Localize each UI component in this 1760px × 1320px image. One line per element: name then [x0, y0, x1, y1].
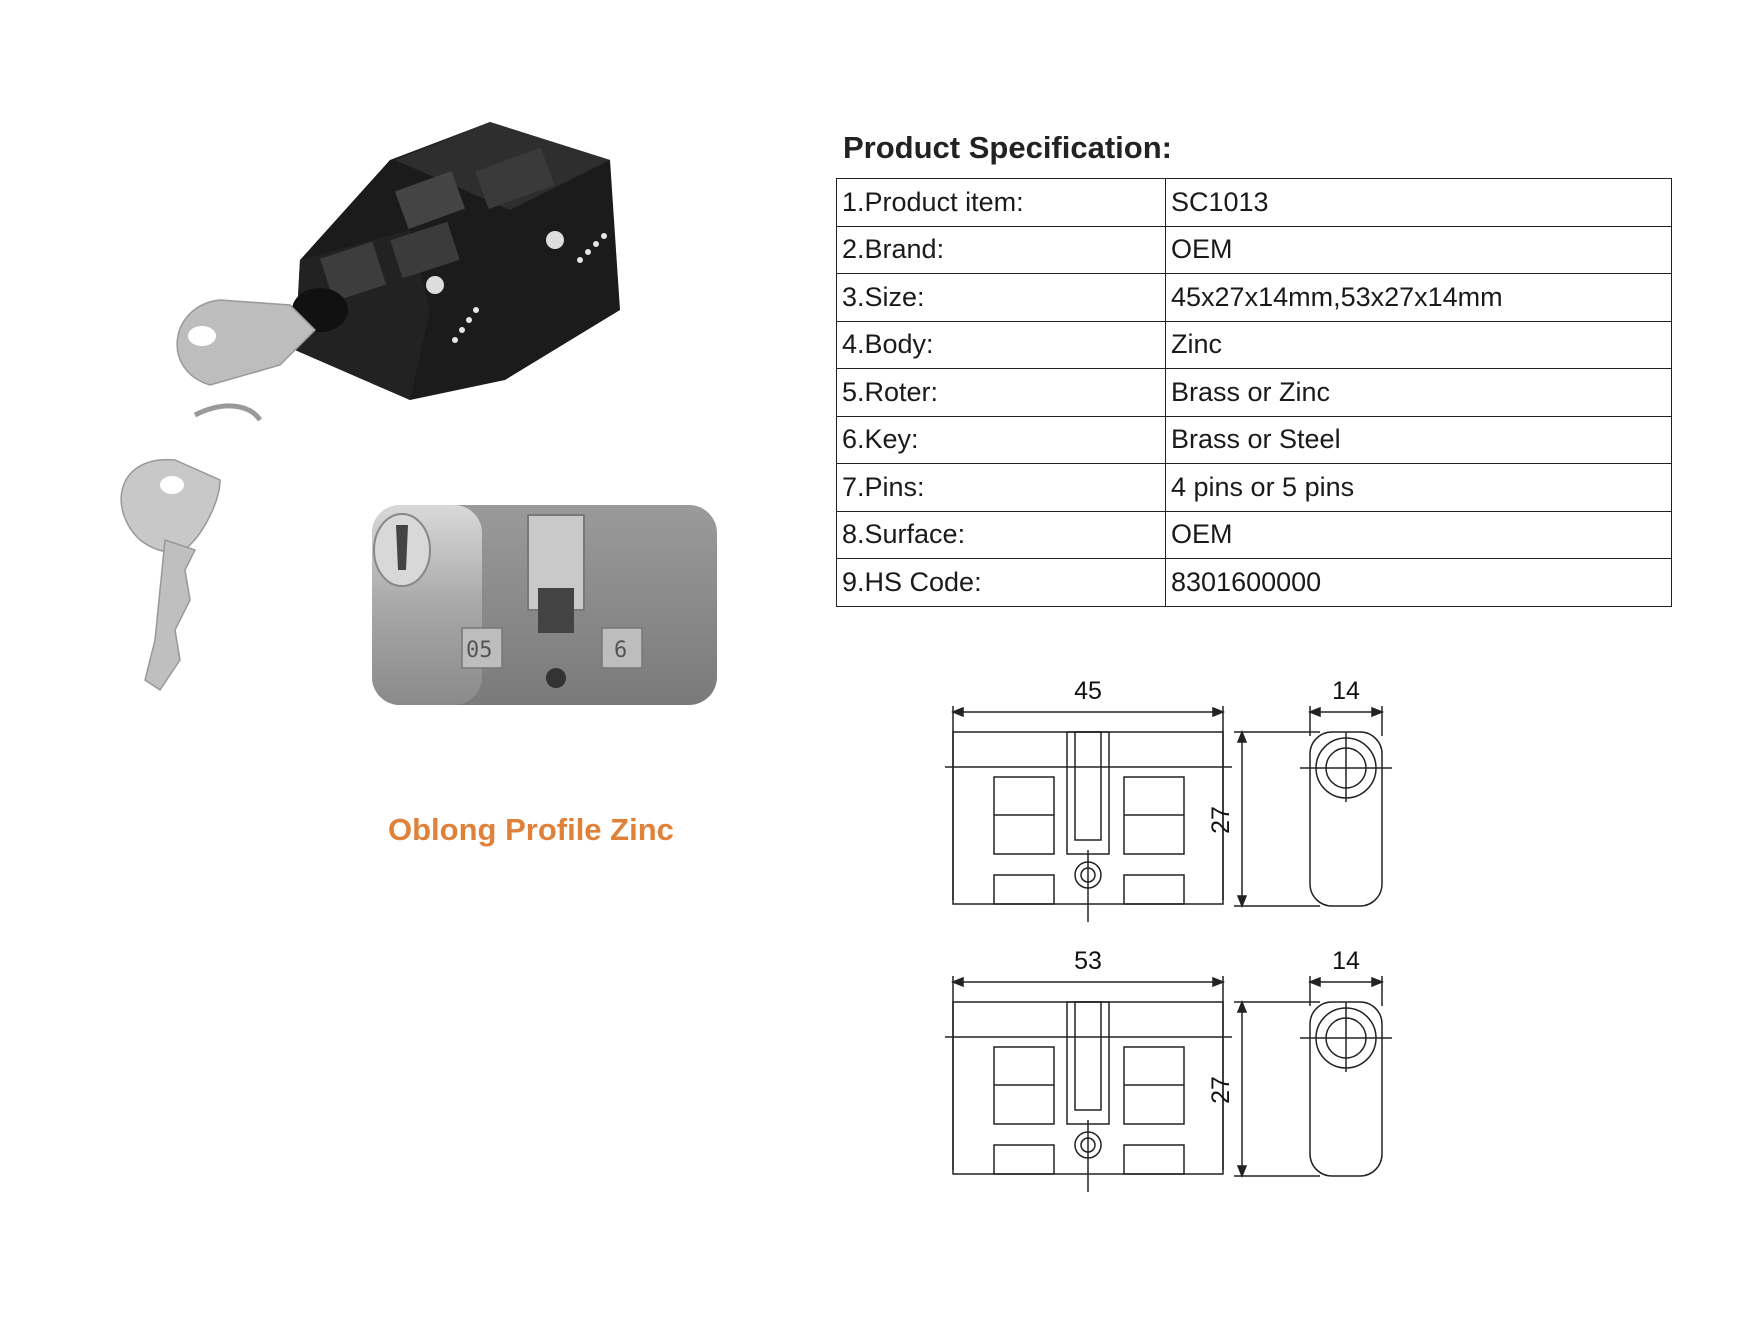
spec-key: 8.Surface:	[836, 510, 1166, 559]
product-caption: Oblong Profile Zinc	[388, 812, 674, 847]
silver-cylinder-image: 05 6	[372, 505, 717, 705]
front-view-drawing-45: 45	[945, 677, 1232, 922]
spec-key: 2.Brand:	[836, 225, 1166, 274]
left-plug-number: 05	[466, 638, 493, 663]
keys-image	[120, 299, 317, 692]
right-plug-number: 6	[614, 638, 627, 663]
side-view-drawing-bottom: 14 27	[1207, 947, 1392, 1179]
spec-value: Brass or Steel	[1165, 415, 1672, 464]
spec-key: 4.Body:	[836, 320, 1166, 369]
side-view-drawing-top: 14 27	[1207, 677, 1392, 909]
technical-drawings: 45 14 27 53	[945, 677, 1392, 1192]
spec-row: 8.Surface: OEM	[836, 510, 1672, 559]
length-dimension: 53	[1074, 947, 1102, 975]
spec-row: 2.Brand: OEM	[836, 225, 1672, 274]
spec-key: 6.Key:	[836, 415, 1166, 464]
length-dimension: 45	[1074, 677, 1102, 705]
spec-value: 8301600000	[1165, 558, 1672, 607]
product-photo: 05 6	[120, 122, 717, 705]
spec-row: 4.Body: Zinc	[836, 320, 1672, 369]
depth-dimension: 14	[1332, 677, 1360, 705]
front-view-drawing-53: 53	[945, 947, 1232, 1192]
spec-key: 3.Size:	[836, 273, 1166, 322]
spec-value: 4 pins or 5 pins	[1165, 463, 1672, 512]
spec-row: 5.Roter: Brass or Zinc	[836, 368, 1672, 417]
spec-row: 6.Key: Brass or Steel	[836, 415, 1672, 464]
depth-dimension: 14	[1332, 947, 1360, 975]
spec-value: Brass or Zinc	[1165, 368, 1672, 417]
spec-key: 7.Pins:	[836, 463, 1166, 512]
spec-row: 1.Product item: SC1013	[836, 178, 1672, 227]
spec-title: Product Specification:	[843, 130, 1172, 165]
height-dimension: 27	[1207, 1076, 1235, 1104]
spec-value: Zinc	[1165, 320, 1672, 369]
spec-key: 9.HS Code:	[836, 558, 1166, 607]
spec-table: 1.Product item: SC1013 2.Brand: OEM 3.Si…	[836, 178, 1672, 607]
spec-key: 1.Product item:	[836, 178, 1166, 227]
spec-value: OEM	[1165, 510, 1672, 559]
spec-row: 9.HS Code: 8301600000	[836, 558, 1672, 607]
spec-value: SC1013	[1165, 178, 1672, 227]
spec-row: 7.Pins: 4 pins or 5 pins	[836, 463, 1672, 512]
black-cylinder-image	[292, 122, 620, 400]
spec-value: OEM	[1165, 225, 1672, 274]
spec-row: 3.Size: 45x27x14mm,53x27x14mm	[836, 273, 1672, 322]
height-dimension: 27	[1207, 806, 1235, 834]
spec-value: 45x27x14mm,53x27x14mm	[1165, 273, 1672, 322]
spec-key: 5.Roter:	[836, 368, 1166, 417]
